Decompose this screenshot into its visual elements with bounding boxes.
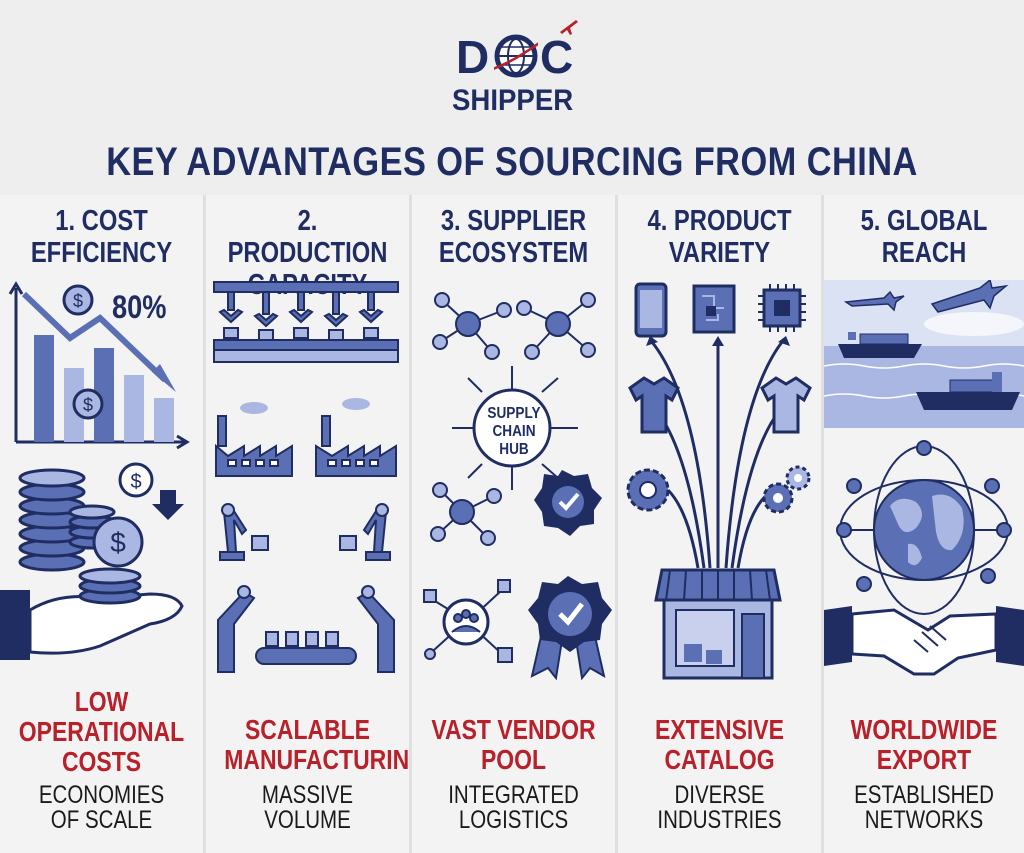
airplane-icon: [560, 20, 578, 35]
logo-wordmark: D C: [456, 31, 575, 83]
dollar-coin-icon: [118, 462, 154, 498]
global-illustration: [824, 280, 1024, 676]
network-icon: [516, 292, 596, 360]
column-divider: [203, 195, 206, 853]
production-illustration: [213, 281, 399, 673]
column-subtext: MASSIVE VOLUME: [261, 781, 354, 834]
svg-text:$: $: [130, 471, 141, 493]
column-highlight: LOW OPERATIONAL COSTS: [18, 686, 185, 777]
ecosystem-illustration: [423, 292, 612, 680]
arrow-down-icon: [152, 490, 184, 520]
gear-icon: [762, 465, 811, 514]
svg-text:$: $: [73, 291, 83, 311]
gear-icon: [626, 468, 670, 512]
dollar-coin-icon: [92, 516, 144, 568]
column-subtext: INTEGRATED LOGISTICS: [448, 781, 579, 834]
award-ribbon-icon: [528, 576, 612, 680]
team-icon: [423, 579, 513, 663]
column-highlight: SCALABLE MANUFACTURING: [224, 714, 428, 775]
column-highlight: VAST VENDOR POOL: [431, 714, 596, 775]
column-divider: [409, 195, 412, 853]
cost-stat: 80%: [112, 289, 167, 325]
svg-text:$: $: [110, 527, 126, 558]
supply-chain-hub-icon: [452, 366, 578, 490]
column-divider: [821, 195, 824, 853]
factory-icon: [315, 398, 397, 477]
circuit-board-icon: [692, 284, 736, 334]
column-supplier-ecosystem: 3. SUPPLIER ECOSYSTEM: [412, 195, 615, 853]
airplane-icon: [930, 280, 1009, 313]
storefront-icon: [654, 568, 782, 680]
network-icon: [432, 292, 512, 360]
column-cost-efficiency: 1. COST EFFICIENCY $ $: [0, 195, 203, 853]
column-subtext: ECONOMIES OF SCALE: [38, 781, 165, 834]
cargo-ship-icon: [838, 332, 922, 358]
column-highlight: WORLDWIDE EXPORT: [850, 714, 998, 775]
coin-stack-icon: [18, 468, 116, 572]
supply-chain-hub-label: SUPPLY CHAIN HUB: [487, 405, 541, 458]
product-illustration: [626, 282, 812, 680]
robot-arm-icon: [219, 503, 391, 561]
svg-text:$: $: [83, 395, 93, 415]
column-production-capacity: 2. PRODUCTION CAPACITY: [206, 195, 428, 853]
microchip-icon: [758, 284, 806, 332]
distribution-arrows: [650, 341, 784, 569]
hand-icon: [0, 567, 184, 660]
column-title: 4. PRODUCT VARIETY: [647, 205, 792, 269]
shirt-icon: [760, 376, 812, 434]
airplane-icon: [843, 290, 905, 312]
factory-icon: [215, 402, 293, 477]
globe-network-icon: [836, 440, 1012, 615]
advantages-grid: 1. COST EFFICIENCY $ $: [0, 195, 1024, 853]
dollar-coin-icon: [72, 388, 104, 420]
doc-shipper-logo: D C SHIPPER: [450, 20, 578, 123]
cargo-ship-icon: [916, 372, 1020, 410]
column-title: 1. COST EFFICIENCY: [30, 205, 173, 269]
column-title: 3. SUPPLIER ECOSYSTEM: [438, 205, 589, 269]
globe-icon: [494, 34, 538, 78]
robotic-gripper-icon: [213, 281, 399, 363]
tshirt-icon: [628, 376, 680, 434]
check-badge-icon: [534, 470, 602, 536]
assembly-line-icon: [217, 585, 395, 673]
handshake-icon: [824, 606, 1024, 676]
logo-subtitle: SHIPPER: [452, 84, 574, 117]
cost-illustration: $ $ $ $: [0, 281, 190, 660]
column-subtext: DIVERSE INDUSTRIES: [657, 781, 782, 834]
page-title: KEY ADVANTAGES OF SOURCING FROM CHINA: [106, 140, 918, 184]
network-icon: [430, 482, 502, 546]
column-highlight: EXTENSIVE CATALOG: [655, 714, 784, 775]
column-title: 5. GLOBAL REACH: [860, 205, 988, 269]
column-subtext: ESTABLISHED NETWORKS: [854, 781, 994, 834]
column-product-variety: 4. PRODUCT VARIETY: [618, 195, 821, 853]
dollar-coin-icon: [62, 284, 94, 316]
column-global-reach: 5. GLOBAL REACH: [824, 195, 1024, 853]
column-divider: [615, 195, 618, 853]
